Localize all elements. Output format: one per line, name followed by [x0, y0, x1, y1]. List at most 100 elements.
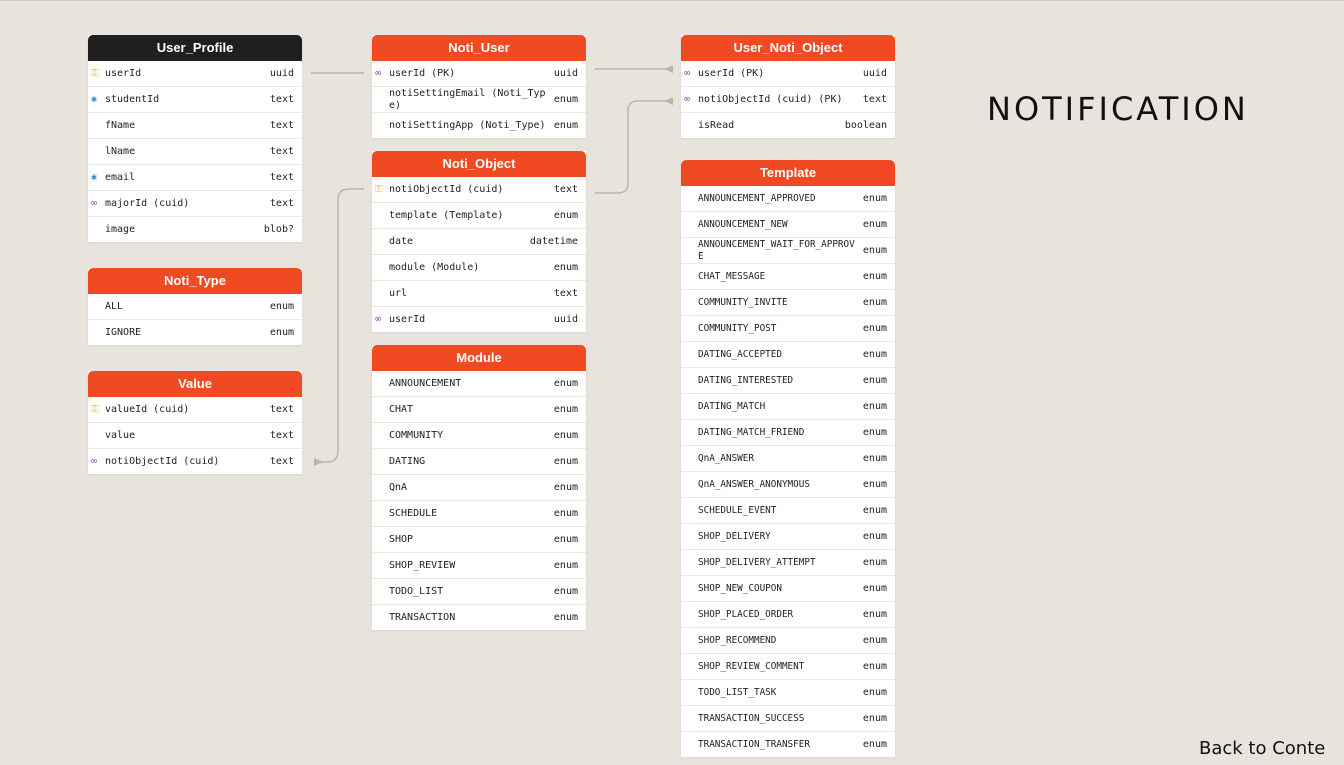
field-type: enum — [553, 404, 578, 415]
field-name: SHOP_NEW_COUPON — [698, 583, 782, 594]
field-type: enum — [862, 687, 887, 698]
table-row: COMMUNITY enum — [372, 423, 586, 449]
field-type: enum — [862, 297, 887, 308]
field-name: value — [105, 430, 136, 441]
table-row: module (Module)enum — [372, 255, 586, 281]
field-type: enum — [553, 120, 578, 131]
table-row: SHOP enum — [372, 527, 586, 553]
field-name: TRANSACTION_SUCCESS — [698, 713, 805, 724]
table-row: ∞notiObjectId (cuid)text — [88, 449, 302, 474]
top-divider — [0, 0, 1344, 1]
field-type: enum — [862, 739, 887, 750]
table-row: SHOP_DELIVERY_ATTEMPT enum — [681, 550, 895, 576]
field-type: enum — [862, 505, 887, 516]
field-type: enum — [862, 245, 887, 256]
field-type: uuid — [862, 68, 887, 79]
field-type: enum — [553, 210, 578, 221]
field-name: notiObjectId (cuid) — [105, 456, 220, 467]
field-type: uuid — [553, 314, 578, 325]
field-name: notiSettingEmail (Noti_Type) — [389, 88, 546, 111]
table-user-noti-object[interactable]: User_Noti_Object ∞userId (PK)uuid∞notiOb… — [681, 35, 895, 138]
link-icon: ∞ — [684, 68, 691, 79]
table-row: TRANSACTION_TRANSFER enum — [681, 732, 895, 757]
field-name: SHOP_DELIVERY_ATTEMPT — [698, 557, 816, 568]
table-header: Module — [372, 345, 586, 371]
field-type: text — [269, 198, 294, 209]
table-header: Noti_Object — [372, 151, 586, 177]
field-name: TRANSACTION_TRANSFER — [698, 739, 810, 750]
field-name: majorId (cuid) — [105, 198, 190, 209]
field-type: enum — [862, 427, 887, 438]
key-icon: ⚿ — [91, 68, 99, 79]
field-name: ANNOUNCEMENT_APPROVED — [698, 193, 816, 204]
field-type: enum — [553, 482, 578, 493]
back-to-contents-link[interactable]: Back to Conte — [1199, 738, 1326, 759]
field-type: enum — [862, 557, 887, 568]
field-name: COMMUNITY_POST — [698, 323, 777, 334]
field-name: url — [389, 288, 408, 299]
field-type: enum — [862, 323, 887, 334]
table-row: ∞userId (PK)uuid — [681, 61, 895, 87]
link-icon: ∞ — [684, 94, 691, 105]
field-name: TODO_LIST — [389, 586, 444, 597]
key-icon: ⚿ — [91, 404, 99, 415]
field-name: email — [105, 172, 136, 183]
table-row: ⚿notiObjectId (cuid)text — [372, 177, 586, 203]
table-row: notiSettingEmail (Noti_Type)enum — [372, 87, 586, 113]
field-type: enum — [862, 271, 887, 282]
field-type: enum — [269, 327, 294, 338]
field-type: enum — [553, 430, 578, 441]
field-type: enum — [862, 219, 887, 230]
field-name: COMMUNITY — [389, 430, 444, 441]
rel-value-notiobject — [318, 188, 364, 463]
field-type: enum — [862, 375, 887, 386]
field-name: studentId — [105, 94, 160, 105]
field-type: enum — [553, 534, 578, 545]
arrowhead — [664, 65, 673, 73]
field-name: notiObjectId (cuid) — [389, 184, 504, 195]
field-name: SHOP — [389, 534, 414, 545]
field-name: QnA_ANSWER — [698, 453, 754, 464]
link-icon: ∞ — [91, 456, 98, 467]
link-icon: ∞ — [375, 68, 382, 79]
arrowhead — [664, 97, 673, 105]
field-type: enum — [553, 560, 578, 571]
arrowhead — [314, 458, 323, 466]
key-icon: ⚿ — [375, 184, 383, 195]
field-name: notiSettingApp (Noti_Type) — [389, 120, 546, 131]
field-name: isRead — [698, 120, 735, 131]
table-row: url text — [372, 281, 586, 307]
field-name: ALL — [105, 301, 124, 312]
table-header: Noti_User — [372, 35, 586, 61]
field-name: SHOP_DELIVERY — [698, 531, 771, 542]
field-type: text — [553, 288, 578, 299]
field-name: SHOP_REVIEW_COMMENT — [698, 661, 805, 672]
field-type: enum — [269, 301, 294, 312]
field-type: enum — [862, 531, 887, 542]
field-name: image — [105, 224, 136, 235]
table-header: User_Profile — [88, 35, 302, 61]
field-name: lName — [105, 146, 136, 157]
field-name: DATING_ACCEPTED — [698, 349, 782, 360]
field-type: text — [862, 94, 887, 105]
field-name: TRANSACTION — [389, 612, 456, 623]
